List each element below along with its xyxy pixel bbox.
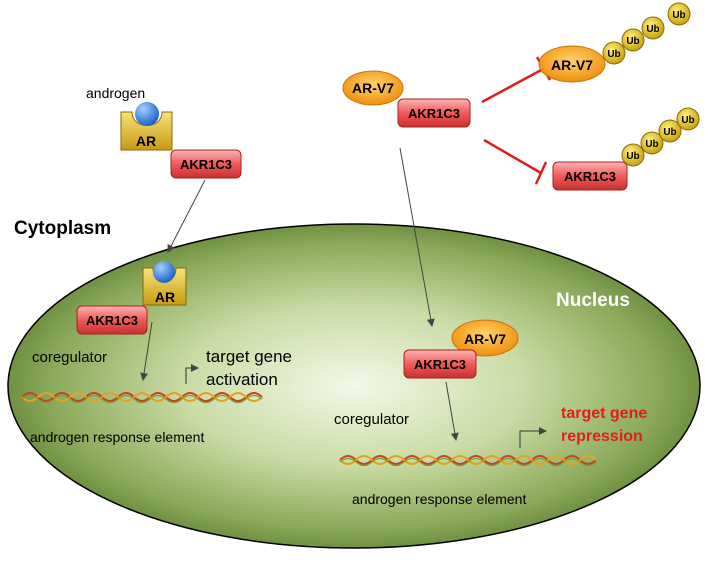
ar-complex-nucleus: AR [142,261,187,306]
are-label-right: androgen response element [352,491,526,507]
arv7-oval-nucleus: AR-V7 [451,319,519,357]
svg-text:AKR1C3: AKR1C3 [564,169,616,184]
svg-text:Ub: Ub [681,115,694,126]
svg-text:AKR1C3: AKR1C3 [408,106,460,121]
nucleus-label: Nucleus [556,290,630,311]
akr1c3-box-top: AKR1C3 [397,98,471,128]
ar-label-nucleus: AR [155,289,175,305]
are-label-left: androgen response element [30,429,204,445]
coregulator-arrow-left [140,321,153,381]
target-repression-line1: target gene [561,405,647,422]
target-repression-line2: repression [561,428,643,445]
svg-text:Ub: Ub [607,49,620,60]
translocation-arrow-right [399,147,435,327]
svg-text:Ub: Ub [645,139,658,150]
androgen-ball-nucleus [153,261,175,283]
akr1c3-box-nucleus-left: AKR1C3 [76,305,148,335]
dna-helix-right [339,455,597,467]
svg-text:AR-V7: AR-V7 [464,331,506,347]
svg-text:AKR1C3: AKR1C3 [414,357,466,372]
arv7-ubiquitinated: AR-V7 [538,45,606,83]
inhibition-to-akr1c3 [483,138,548,185]
dna-helix-left [21,392,263,404]
akr1c3-box-cytoplasm: AKR1C3 [170,149,242,179]
svg-text:Ub: Ub [626,151,639,162]
arv7-oval-top: AR-V7 [342,70,404,106]
ub-chain-akr1c3: Ub Ub Ub Ub [621,107,700,167]
svg-text:AKR1C3: AKR1C3 [180,157,232,172]
coregulator-label-right: coregulator [334,411,409,428]
svg-text:Ub: Ub [672,10,685,21]
svg-text:AR-V7: AR-V7 [551,57,593,73]
ar-complex-cytoplasm: AR [120,102,173,151]
akr1c3-ubiquitinated: AKR1C3 [552,161,628,191]
repression-arrow [519,427,547,448]
androgen-ball [135,102,159,126]
svg-text:AR-V7: AR-V7 [352,80,394,96]
coregulator-label-left: coregulator [32,349,107,366]
ar-clamp-shape [120,111,173,151]
target-activation-line2: activation [206,370,278,389]
target-activation-line1: target gene [206,347,292,366]
svg-text:Ub: Ub [663,127,676,138]
ub-chain-arv7: Ub Ub Ub Ub [602,2,691,65]
translocation-arrow-left [167,179,206,253]
activation-arrow [185,364,199,384]
akr1c3-box-nucleus-right: AKR1C3 [403,349,477,379]
ar-label: AR [136,133,156,149]
androgen-label: androgen [86,85,145,101]
svg-text:Ub: Ub [626,36,639,47]
coregulator-arrow-right [445,381,459,441]
svg-text:AKR1C3: AKR1C3 [86,313,138,328]
cytoplasm-label: Cytoplasm [14,218,111,239]
svg-text:Ub: Ub [646,24,659,35]
